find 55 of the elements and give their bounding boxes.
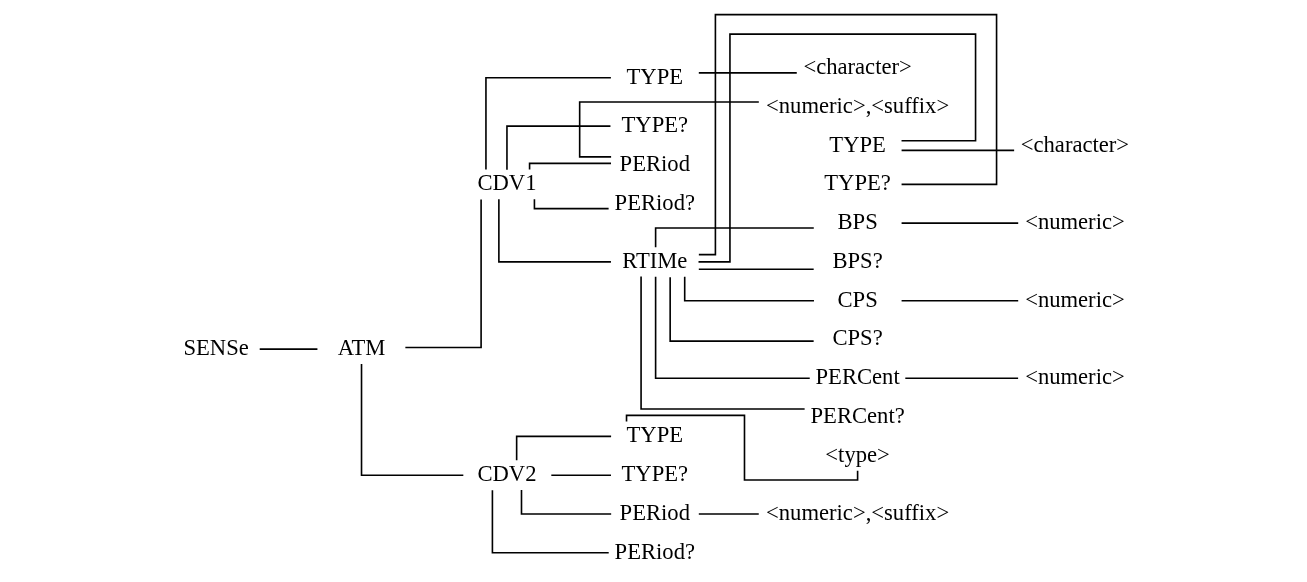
- node-text: RTIMe: [621, 247, 687, 273]
- connector: [697, 13, 997, 256]
- connector: [697, 72, 798, 74]
- node-text: PERiod?: [614, 189, 695, 215]
- connector: [484, 76, 612, 171]
- node-text: <numeric>: [1024, 286, 1125, 312]
- node-text: SENSe: [182, 335, 249, 361]
- node-text: BPS: [836, 209, 878, 235]
- node-text: <numeric>: [1024, 209, 1125, 235]
- connector: [904, 377, 1019, 380]
- connector: [550, 474, 612, 476]
- node-text: TYPE: [626, 63, 683, 89]
- connector: [491, 489, 609, 554]
- connector: [515, 435, 612, 462]
- node-text: TYPE?: [823, 170, 891, 196]
- connector: [900, 149, 1015, 152]
- connector: [360, 363, 464, 476]
- connector: [697, 268, 814, 270]
- node-text: <numeric>,<suffix>: [765, 499, 949, 525]
- node-text: PERiod: [619, 150, 690, 176]
- node-text: <numeric>: [1024, 364, 1125, 390]
- connector: [683, 276, 815, 302]
- node-text: TYPE?: [621, 112, 688, 138]
- connector: [520, 489, 612, 515]
- node-text: PERiod?: [614, 538, 695, 564]
- node-text: <character>: [802, 53, 912, 79]
- node-text: CPS?: [831, 325, 883, 351]
- connector: [654, 275, 811, 380]
- connector: [404, 198, 482, 349]
- connector: [697, 513, 760, 515]
- node-text: TYPE: [828, 131, 886, 157]
- connector: [900, 222, 1019, 224]
- node-text: <type>: [824, 441, 890, 467]
- connector: [528, 162, 612, 171]
- node-text: PERCent: [815, 364, 900, 390]
- connector: [578, 101, 760, 158]
- node-text: PERCent?: [810, 403, 905, 429]
- node-text: TYPE: [626, 422, 683, 448]
- node-text: <numeric>,<suffix>: [765, 92, 949, 118]
- node-text: BPS?: [831, 247, 883, 273]
- node-text: TYPE?: [621, 461, 688, 487]
- connector: [697, 33, 976, 263]
- connector: [654, 227, 815, 249]
- connector: [505, 125, 611, 171]
- node-text: CPS: [836, 286, 878, 312]
- node-text: ATM: [337, 335, 385, 361]
- connector: [639, 275, 805, 410]
- connector: [668, 276, 814, 342]
- node-text: PERiod: [619, 499, 690, 525]
- node-text: CDV2: [476, 461, 536, 487]
- connector: [497, 198, 612, 263]
- connector: [900, 299, 1019, 302]
- node-text: CDV1: [476, 170, 536, 196]
- connector: [258, 348, 318, 350]
- node-text: <character>: [1020, 131, 1129, 157]
